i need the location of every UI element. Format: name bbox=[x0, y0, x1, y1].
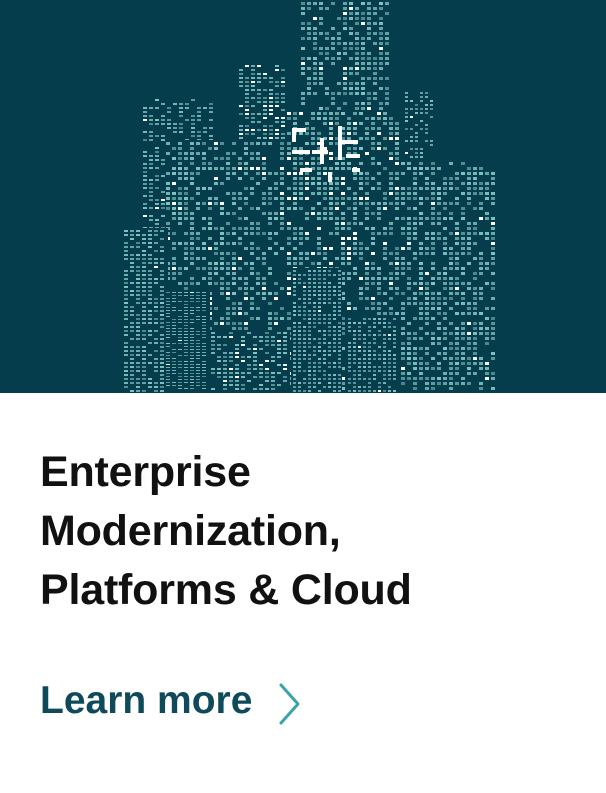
card-title-line-2: Modernization, bbox=[40, 507, 341, 555]
tower-light-pattern bbox=[292, 126, 360, 182]
hero-illustration bbox=[0, 0, 606, 393]
building-windows bbox=[166, 292, 206, 389]
learn-more-link[interactable]: Learn more bbox=[40, 676, 302, 726]
card-title-line-1: Enterprise bbox=[40, 448, 251, 496]
building-windows bbox=[293, 270, 341, 392]
card-title-line-3: Platforms & Cloud bbox=[40, 566, 412, 614]
building-windows bbox=[348, 318, 396, 392]
city-skyline-graphic bbox=[0, 0, 606, 393]
building bbox=[210, 330, 290, 393]
building bbox=[165, 290, 210, 393]
building-windows bbox=[401, 162, 495, 390]
learn-more-label: Learn more bbox=[40, 679, 253, 722]
building-windows bbox=[211, 332, 287, 390]
building-windows bbox=[124, 230, 164, 392]
card-title: Enterprise Modernization, Platforms & Cl… bbox=[40, 443, 580, 620]
card-body: Enterprise Modernization, Platforms & Cl… bbox=[0, 393, 606, 793]
chevron-right-icon bbox=[279, 683, 300, 725]
